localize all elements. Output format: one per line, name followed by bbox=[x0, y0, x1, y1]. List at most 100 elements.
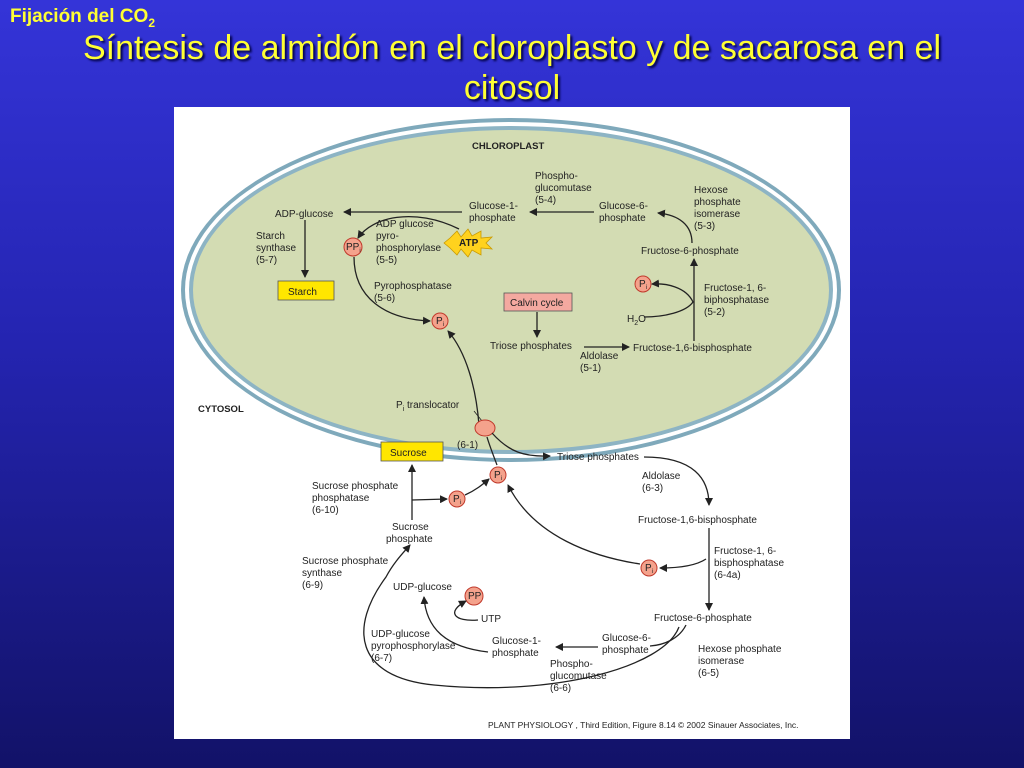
ch-starch-synthase-l2: synthase bbox=[256, 243, 296, 254]
ch-pi-label-right: Pi bbox=[639, 279, 647, 291]
ch-pi-label-center: Pi bbox=[436, 316, 444, 328]
ch-pi-badge-center bbox=[431, 312, 449, 330]
pi-text: P bbox=[645, 563, 652, 574]
ch-adpg-pyro-l2: pyro- bbox=[376, 231, 399, 242]
arrow-translocator-to-pi bbox=[447, 330, 480, 426]
pi-sub: i bbox=[460, 500, 461, 506]
calvin-cycle-label: Calvin cycle bbox=[510, 298, 564, 309]
cy-sps-phosphatase-l1: Sucrose phosphate bbox=[312, 481, 399, 492]
ch-pyrophosphatase-l1: Pyrophosphatase bbox=[374, 281, 452, 292]
arrow-translocator-to-pi bbox=[486, 436, 498, 466]
cy-sps-synthase-l2: synthase bbox=[302, 568, 342, 579]
cy-phosphoglucomutase-l1: Phospho- bbox=[550, 659, 593, 670]
ch-hexose-isomerase-l2: phosphate bbox=[694, 197, 741, 208]
ch-triose-phosphates: Triose phosphates bbox=[490, 341, 572, 352]
arrow-g1p-to-udpg bbox=[420, 596, 489, 653]
cy-glucose1p-l2: phosphate bbox=[492, 648, 539, 659]
ch-aldolase-l2: (5-1) bbox=[580, 363, 601, 374]
cy-glucose6p-l2: phosphate bbox=[602, 645, 649, 656]
ch-aldolase-l1: Aldolase bbox=[580, 351, 619, 362]
ch-glucose1p-l1: Glucose-1- bbox=[469, 201, 518, 212]
ch-adpg-pyro-l4: (5-5) bbox=[376, 255, 397, 266]
ch-starch-synthase-l1: Starch bbox=[256, 231, 285, 242]
pi-text: P bbox=[453, 494, 460, 505]
translocator-code: (6-1) bbox=[457, 440, 478, 451]
pi-sub: i bbox=[646, 285, 647, 291]
cy-aldolase-l1: Aldolase bbox=[642, 471, 681, 482]
cy-glucose1p-l1: Glucose-1- bbox=[492, 636, 541, 647]
cy-pp-badge bbox=[464, 586, 484, 606]
translocator-p: P bbox=[396, 400, 403, 411]
ch-hexose-isomerase-l1: Hexose bbox=[694, 185, 728, 196]
cy-pi-badge-left bbox=[448, 490, 466, 508]
ch-fbpase-l1: Fructose-1, 6- bbox=[704, 283, 766, 294]
cy-pi-badge-top bbox=[489, 466, 507, 484]
pi-sub: i bbox=[652, 569, 653, 575]
cy-utp: UTP bbox=[481, 614, 501, 625]
figure-caption: PLANT PHYSIOLOGY , Third Edition, Figure… bbox=[488, 720, 799, 730]
ch-phosphoglucomutase-l1: Phospho- bbox=[535, 171, 578, 182]
cy-triose-phosphates: Triose phosphates bbox=[557, 452, 639, 463]
cy-udp-glucose: UDP-glucose bbox=[393, 582, 452, 593]
chloroplast-arrows bbox=[301, 208, 698, 426]
ch-phosphoglucomutase-l2: glucomutase bbox=[535, 183, 592, 194]
corner-title-subscript: 2 bbox=[148, 15, 155, 30]
cytosol-label: CYTOSOL bbox=[198, 404, 244, 415]
pathway-figure: CHLOROPLAST CYTOSOL ADP-glucose Glucose-… bbox=[174, 107, 850, 739]
cy-fbpase-l1: Fructose-1, 6- bbox=[714, 546, 776, 557]
atp-label: ATP bbox=[459, 238, 479, 249]
ch-fbpase-l3: (5-2) bbox=[704, 307, 725, 318]
cy-sps-phosphatase-l2: phosphatase bbox=[312, 493, 370, 504]
ch-glucose6p-l1: Glucose-6- bbox=[599, 201, 648, 212]
ch-water: H2O bbox=[627, 314, 646, 327]
cy-sucrose-p-l2: phosphate bbox=[386, 534, 433, 545]
water-sub: 2 bbox=[634, 320, 638, 327]
ppi-badge bbox=[343, 237, 363, 257]
cy-fructose16bp: Fructose-1,6-bisphosphate bbox=[638, 515, 757, 526]
sucrose-label: Sucrose bbox=[390, 448, 427, 459]
arrow-adpg-pyro-ppi bbox=[357, 216, 460, 239]
cy-hexose-isomerase-l2: isomerase bbox=[698, 656, 745, 667]
ch-fructose6p: Fructose-6-phosphate bbox=[641, 246, 739, 257]
arrow-h2o-pi-loop bbox=[643, 279, 694, 318]
ch-glucose1p-l2: phosphate bbox=[469, 213, 516, 224]
cy-phosphoglucomutase-l3: (6-6) bbox=[550, 683, 571, 694]
arrow-fbpase-to-pi bbox=[659, 558, 707, 572]
sucrose-box bbox=[380, 441, 444, 462]
pi-sub: i bbox=[443, 322, 444, 328]
slide-title-line2: citosol bbox=[463, 69, 561, 107]
ch-starch-synthase-l3: (5-7) bbox=[256, 255, 277, 266]
slide-title-line1: Síntesis de almidón en el cloroplasto y … bbox=[82, 29, 942, 67]
arrow-pi-left-to-pi-top bbox=[464, 478, 490, 496]
cy-sucrose-p-l1: Sucrose bbox=[392, 522, 429, 533]
ch-glucose6p-l2: phosphate bbox=[599, 213, 646, 224]
pi-text: P bbox=[494, 470, 501, 481]
pathway-diagram: CHLOROPLAST CYTOSOL ADP-glucose Glucose-… bbox=[181, 118, 841, 730]
cy-pp-label: PP bbox=[468, 591, 482, 602]
cy-udpg-pyro-l1: UDP-glucose bbox=[371, 629, 430, 640]
cy-glucose6p-l1: Glucose-6- bbox=[602, 633, 651, 644]
arrow-f6p-to-g6p bbox=[657, 209, 693, 244]
ch-hexose-isomerase-l3: isomerase bbox=[694, 209, 741, 220]
arrow-utp-pp-loop bbox=[454, 600, 479, 621]
translocator-pointer bbox=[473, 410, 483, 422]
pi-sub: i bbox=[501, 476, 502, 482]
cy-fbpase-l2: bisphosphatase bbox=[714, 558, 784, 569]
translocator-label: Pi translocator bbox=[396, 400, 460, 413]
cy-pi-label-right: Pi bbox=[645, 563, 653, 575]
ch-fbpase-l2: biphosphatase bbox=[704, 295, 769, 306]
cy-pi-badge-right bbox=[640, 559, 658, 577]
cy-pi-label-left: Pi bbox=[453, 494, 461, 506]
ch-adpg-pyro-l3: phosphorylase bbox=[376, 243, 441, 254]
arrow-ppi-to-pi bbox=[353, 256, 431, 325]
ppi-text: PP bbox=[346, 242, 360, 253]
ch-phosphoglucomutase-l3: (5-4) bbox=[535, 195, 556, 206]
arrow-pi-to-translocator bbox=[507, 484, 641, 565]
ch-adpg-pyro-l1: ADP glucose bbox=[376, 219, 434, 230]
ch-fructose16bp: Fructose-1,6-bisphosphate bbox=[633, 343, 752, 354]
pi-translocator bbox=[474, 419, 496, 437]
chloroplast-label: CHLOROPLAST bbox=[472, 141, 545, 152]
cy-sps-synthase-l1: Sucrose phosphate bbox=[302, 556, 389, 567]
cy-aldolase-l2: (6-3) bbox=[642, 483, 663, 494]
translocator-tail: translocator bbox=[404, 400, 460, 411]
